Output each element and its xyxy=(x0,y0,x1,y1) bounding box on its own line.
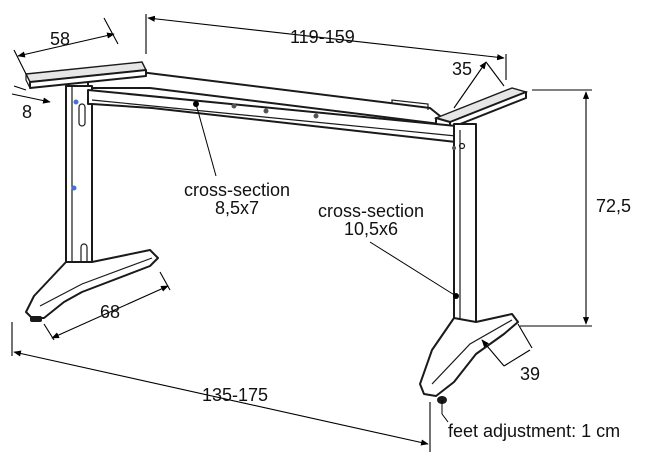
cross-section-label-2: cross-section 10,5x6 xyxy=(306,202,436,238)
cross-section-2-value: 10,5x6 xyxy=(343,219,399,239)
dim-height xyxy=(520,89,592,327)
right-foot xyxy=(419,313,519,404)
cross-section-1-title: cross-section xyxy=(183,180,291,200)
dim-plate-thickness xyxy=(11,85,51,104)
rail-bolts xyxy=(231,103,456,150)
left-top-plate xyxy=(24,61,148,89)
cross-section-label-1: cross-section 8,5x7 xyxy=(172,181,302,217)
dim-top-plate-width xyxy=(13,17,119,75)
label-plate-thickness: 8 xyxy=(22,102,33,122)
label-height: 72,5 xyxy=(596,196,632,216)
dim-bottom-length xyxy=(11,322,431,452)
cross-section-2-title: cross-section xyxy=(317,201,425,221)
dim-top-length xyxy=(145,14,507,80)
cross-section-1-value: 8,5x7 xyxy=(214,198,260,218)
feet-adjustment-leader xyxy=(441,400,449,423)
dim-foot-width xyxy=(481,323,533,367)
right-leg xyxy=(453,123,477,341)
right-top-plate xyxy=(433,87,529,129)
dim-foot-length xyxy=(43,271,171,341)
label-bottom-length: 135-175 xyxy=(202,385,269,405)
label-top-plate-width: 58 xyxy=(50,29,71,49)
label-foot-length: 68 xyxy=(100,302,121,322)
label-right-plate-width: 35 xyxy=(452,59,473,79)
label-top-length: 119-159 xyxy=(290,27,355,47)
dim-right-plate-width xyxy=(453,61,505,109)
cross-section-leaders xyxy=(193,101,459,299)
screw-icons xyxy=(71,99,79,191)
left-leg xyxy=(65,85,93,283)
label-foot-width: 39 xyxy=(520,364,541,384)
label-feet-adjustment: feet adjustment: 1 cm xyxy=(448,421,621,441)
